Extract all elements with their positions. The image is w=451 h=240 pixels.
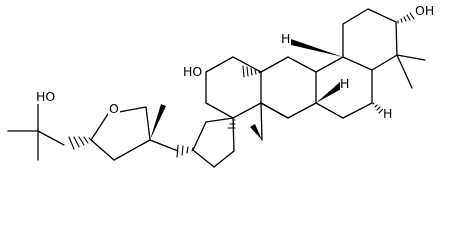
ring-b: [315, 56, 373, 119]
atom-label-ether-o: O: [108, 100, 120, 116]
atom-label-side-chain-oh: HO: [36, 88, 58, 104]
bond-c4-methyl: [396, 54, 426, 61]
bond-cyclopropane: [260, 102, 289, 119]
bond: [367, 8, 397, 23]
bond: [90, 113, 109, 141]
bond: [113, 139, 151, 161]
bond: [315, 102, 344, 119]
hashed-bond-c24-carbinol: [68, 136, 93, 150]
atom-label-c13-h: H: [340, 75, 351, 91]
bond: [205, 56, 234, 73]
atom-label-c11-oh: HO: [183, 63, 203, 79]
bond: [192, 149, 215, 168]
ring-d: [192, 117, 235, 168]
bond: [287, 102, 317, 119]
bond: [90, 139, 115, 161]
bond: [232, 117, 235, 152]
svg-text:O: O: [109, 101, 119, 116]
bond: [232, 56, 262, 73]
ring-c: [260, 56, 317, 119]
bond: [37, 130, 65, 146]
svg-text:HO: HO: [36, 89, 55, 104]
structure-canvas: OH HO HO O H H H: [7, 2, 436, 168]
bond: [315, 56, 344, 73]
svg-text:OH: OH: [415, 3, 434, 18]
wedge-bond-cyclopropane: [250, 124, 262, 140]
atom-label-c9-h: H: [280, 30, 291, 46]
wedge-bond-c13-h: [316, 82, 343, 103]
hashed-bond-c5-h: [372, 102, 384, 114]
bond: [260, 56, 289, 73]
bond-c4-methyl: [396, 54, 413, 89]
bond: [149, 139, 179, 152]
bond: [205, 102, 234, 119]
bond-cyclopropane: [260, 102, 263, 141]
wedge-bond-c9-h: [288, 38, 343, 57]
bond: [232, 102, 262, 119]
bond: [145, 106, 151, 141]
bond: [342, 56, 373, 71]
molecule-structure: OH HO HO O H H H: [7, 2, 436, 168]
atom-label-c3-oh: OH: [414, 2, 436, 18]
ring-thf: [90, 106, 151, 161]
hashed-bond-c11-oh: [242, 65, 261, 78]
bond: [287, 56, 317, 73]
svg-text:H: H: [281, 31, 290, 46]
ring-a: [342, 8, 398, 71]
svg-text:HO: HO: [183, 64, 202, 79]
bond: [342, 8, 369, 25]
bond: [395, 21, 398, 56]
wedge-bond-c20-methyl: [150, 104, 166, 140]
hashed-bond-c17-side-chain: [176, 144, 194, 158]
hashed-bond-c3-oh: [397, 12, 415, 24]
bond: [342, 102, 373, 119]
hashed-bond-c14-methyl: [227, 119, 236, 129]
svg-text:H: H: [340, 76, 349, 91]
bond: [192, 121, 207, 151]
bond: [205, 117, 234, 123]
svg-text:H: H: [383, 106, 392, 121]
atom-label-c5-h: H: [383, 105, 394, 121]
bond: [371, 54, 398, 71]
bond: [213, 150, 235, 168]
